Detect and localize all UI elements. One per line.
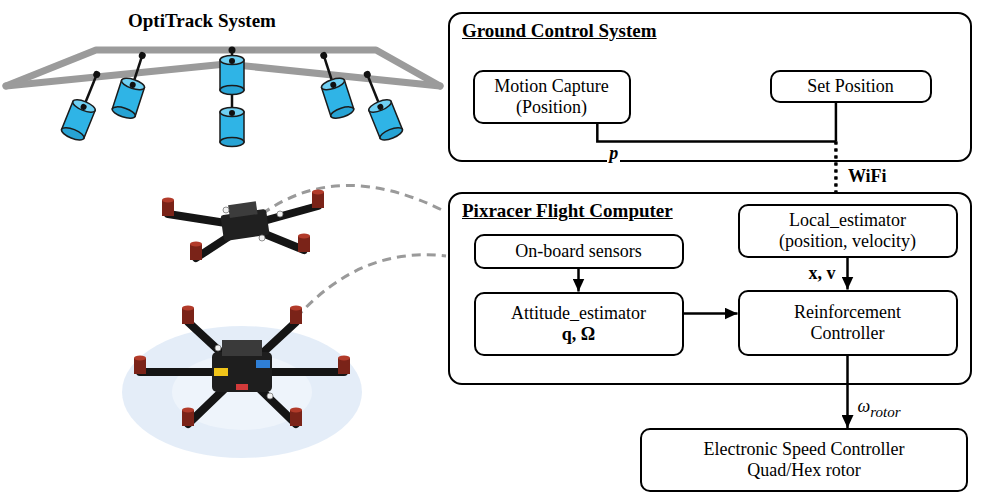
mocap-camera: [60, 67, 109, 143]
process-box: Attitude_estimatorq, Ω: [474, 292, 684, 356]
drone-leader-lines: [296, 255, 446, 318]
panel-heading: Ground Control System: [462, 20, 657, 42]
signal-label: x, v: [807, 264, 838, 284]
mocap-camera: [330, 81, 338, 89]
mocap-camera: [220, 138, 244, 147]
mocap-camera: [376, 103, 384, 111]
process-box: Set Position: [770, 70, 932, 103]
hexarotor-drone: [290, 408, 302, 413]
connector-line: [684, 312, 738, 315]
hexarotor-drone: [215, 345, 221, 351]
process-box: Electronic Speed Controller Quad/Hex rot…: [640, 428, 968, 492]
quadrotor-drone: [259, 235, 265, 241]
box-label: Electronic Speed Controller Quad/Hex rot…: [674, 439, 934, 480]
connector: [847, 258, 848, 290]
connector-line: [846, 258, 849, 290]
mocap-camera: [111, 105, 137, 121]
connector-line: [597, 124, 836, 142]
connector: [847, 356, 848, 429]
hexarotor-drone: [290, 306, 302, 311]
mocap-camera: [220, 86, 244, 95]
connector-line: [846, 356, 849, 429]
quadrotor-drone: [312, 190, 324, 195]
hexarotor-drone: [222, 340, 262, 356]
mocap-camera: [229, 110, 235, 116]
hexarotor-drone: [134, 356, 146, 361]
quadrotor-drone: [277, 211, 283, 217]
box-label: Motion Capture (Position): [482, 76, 622, 117]
box-label: Set Position: [807, 76, 894, 97]
quadrotor-drone: [223, 207, 229, 213]
hexarotor-drone: [256, 360, 270, 368]
box-label: Attitude_estimator: [511, 303, 646, 324]
mocap-camera: [220, 56, 244, 65]
mocap-camera: [220, 47, 244, 95]
mocap-camera: [367, 97, 393, 114]
process-box: On-board sensors: [474, 234, 684, 269]
hexarotor-drone: [267, 393, 273, 399]
hexarotor-drone: [236, 384, 248, 390]
signal-label: ωrotor: [856, 397, 903, 420]
process-box: Motion Capture (Position): [473, 70, 631, 124]
hexarotor-drone: [140, 322, 344, 424]
connector-line: [577, 269, 580, 292]
quadrotor-drone: [190, 242, 202, 247]
mocap-camera: [229, 47, 236, 54]
quadrotor-drone: [162, 198, 174, 203]
process-box: Local_estimator (position, velocity): [738, 204, 958, 258]
box-label: On-board sensors: [515, 241, 641, 262]
connector: [597, 124, 836, 193]
mocap-camera: [329, 105, 355, 121]
mocap-camera: [138, 51, 147, 60]
wireless-link: [834, 142, 837, 193]
quadrotor-drone: [162, 190, 324, 261]
mocap-camera: [120, 76, 146, 92]
box-label: Reinforcement Controller: [768, 302, 928, 343]
signal-label: WiFi: [846, 167, 889, 187]
connector: [835, 103, 836, 193]
connector: [578, 269, 579, 292]
mocap-camera: [378, 125, 404, 142]
process-box: Reinforcement Controller: [738, 290, 958, 356]
signal-label: p: [607, 144, 620, 164]
mocap-camera: [111, 48, 155, 120]
connector-line: [835, 103, 838, 142]
mocap-camera: [129, 81, 137, 89]
box-label: Local_estimator (position, velocity): [755, 210, 940, 251]
hexarotor-drone: [212, 352, 272, 392]
hexarotor-drone: [182, 408, 194, 413]
mocap-camera: [71, 97, 97, 114]
mocap-camera: [319, 51, 328, 60]
system-panel: Pixracer Flight ComputerOn-board sensors…: [448, 192, 972, 385]
hexarotor-drone: [182, 306, 194, 311]
hexarotor-drone: [140, 368, 242, 376]
mocap-camera: [92, 70, 101, 79]
hexarotor-drone: [122, 306, 362, 459]
mocap-camera: [220, 108, 244, 117]
panel-heading: Pixracer Flight Computer: [462, 200, 673, 222]
hexarotor-drone: [338, 356, 350, 361]
quadrotor-drone: [298, 234, 310, 239]
hexarotor-drone: [214, 368, 228, 376]
mocap-camera: [80, 103, 88, 111]
mocap-camera: [60, 125, 86, 142]
mocap-camera: [229, 58, 235, 64]
mocap-camera: [355, 67, 404, 143]
signal-subscript: rotor: [870, 404, 900, 420]
signal-symbol: ω: [858, 396, 871, 416]
hexarotor-drone: [122, 326, 362, 458]
mocap-camera: [320, 76, 346, 92]
system-panel: Ground Control SystemMotion Capture (Pos…: [448, 12, 972, 162]
wireless-link: [834, 142, 837, 193]
system-label: OptiTrack System: [128, 10, 276, 32]
box-label: q, Ω: [562, 324, 595, 345]
drone-leader-lines: [262, 185, 446, 318]
mocap-camera: [311, 48, 355, 120]
connector: [684, 313, 738, 314]
quadrotor-drone: [228, 201, 258, 218]
mocap-camera: [363, 70, 372, 79]
